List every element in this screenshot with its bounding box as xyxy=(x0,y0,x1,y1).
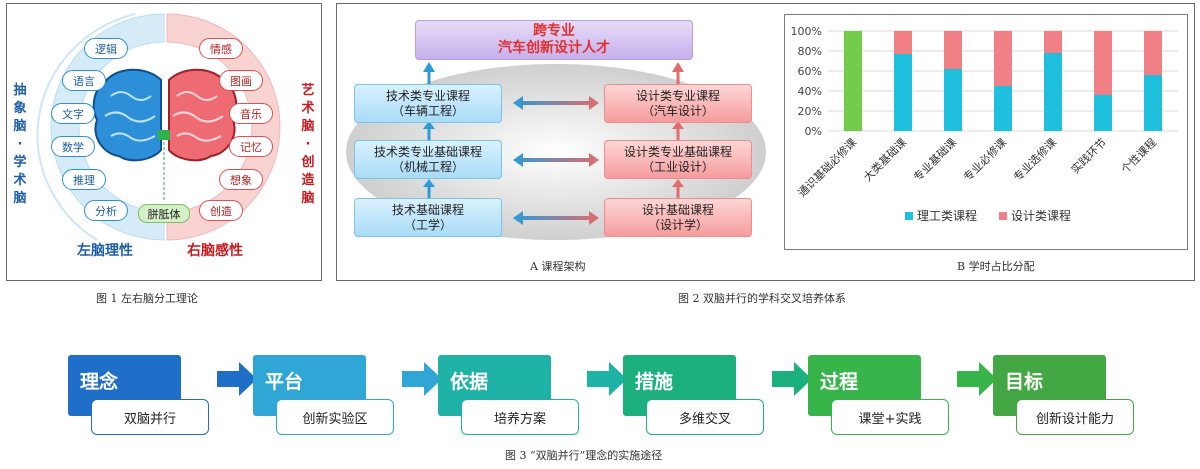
flow-arrow-icon xyxy=(217,362,257,396)
x-tick-label: 专业基础课 xyxy=(910,135,959,184)
left-item: 分析 xyxy=(84,200,128,221)
figure-2-panel: 跨专业 汽车创新设计人才 技术类专业课程（车辆工程） 技术类专业基础课程（机械工… xyxy=(336,3,1195,281)
bar-segment-design xyxy=(994,31,1012,86)
talent-goal-box: 跨专业 汽车创新设计人才 xyxy=(415,20,693,60)
tech-course-box: 技术类专业基础课程（机械工程） xyxy=(354,140,502,179)
step-subtitle: 双脑并行 xyxy=(91,399,209,435)
figure-2-caption: 图 2 双脑并行的学科交叉培养体系 xyxy=(678,292,846,305)
step-title: 平台 xyxy=(265,371,304,393)
step-subtitle: 课堂+实践 xyxy=(831,399,949,435)
y-tick-label: 40% xyxy=(798,85,822,98)
step-subtitle: 多维交叉 xyxy=(646,399,764,435)
x-tick-label: 专业必修课 xyxy=(960,135,1009,184)
x-tick-label: 实践环节 xyxy=(1068,135,1109,176)
step-title: 措施 xyxy=(635,371,674,393)
left-item: 逻辑 xyxy=(84,38,128,59)
bar-segment-design xyxy=(1144,31,1162,75)
x-tick-label: 通识基础必修课 xyxy=(795,135,859,199)
right-item: 音乐 xyxy=(229,103,273,124)
left-brain-title: 左脑理性 xyxy=(77,243,133,259)
legend-label: 理工类课程 xyxy=(917,208,977,223)
y-tick-label: 20% xyxy=(798,105,822,118)
subcaption-b: B 学时占比分配 xyxy=(957,260,1035,273)
bar-segment-design xyxy=(1094,31,1112,95)
stacked-bar-chart: 0% 20% 40% 60% 80% 100% 通识基础必修课大类基础课专业基础课专业必修课… xyxy=(791,25,1178,223)
step-subtitle: 创新实验区 xyxy=(276,399,394,435)
right-brain-title: 右脑感性 xyxy=(187,243,243,259)
x-tick-label: 大类基础课 xyxy=(860,135,909,184)
y-tick-label: 100% xyxy=(791,25,822,38)
y-tick-label: 0% xyxy=(805,125,822,138)
step-title: 过程 xyxy=(820,371,859,393)
y-tick-label: 80% xyxy=(798,45,822,58)
figure-1-panel: 逻辑 语言 文字 数学 推理 分析 情感 图画 音乐 记忆 想象 创造 抽象脑·… xyxy=(6,3,322,281)
left-item: 语言 xyxy=(62,70,106,91)
step-title: 理念 xyxy=(80,371,119,393)
right-side-label: 艺术脑·创造脑 xyxy=(301,83,315,206)
bar-segment-engineering xyxy=(894,54,912,131)
left-item: 数学 xyxy=(51,136,95,157)
right-item: 想象 xyxy=(219,169,263,190)
right-brain-icon xyxy=(168,68,238,162)
step-title: 依据 xyxy=(450,371,489,393)
flow-arrow-icon xyxy=(772,362,812,396)
left-brain-icon xyxy=(92,68,162,162)
x-tick-label: 专业选修课 xyxy=(1010,135,1059,184)
talent-goal-line-2: 汽车创新设计人才 xyxy=(498,40,610,56)
legend-label: 设计类课程 xyxy=(1011,208,1071,223)
figure-1-caption: 图 1 左右脑分工理论 xyxy=(96,292,198,305)
bar-segment-engineering xyxy=(1144,75,1162,131)
bar-segment-design xyxy=(944,31,962,69)
step-title: 目标 xyxy=(1005,371,1044,393)
design-course-box: 设计类专业课程（汽车设计） xyxy=(604,84,752,123)
legend-swatch xyxy=(905,212,913,220)
flow-arrow-icon xyxy=(957,362,997,396)
bar-segment-engineering xyxy=(1094,95,1112,131)
design-course-box: 设计类专业基础课程（工业设计） xyxy=(604,140,752,179)
bar-segment-engineering xyxy=(844,31,862,131)
step-subtitle: 培养方案 xyxy=(461,399,579,435)
y-tick-label: 60% xyxy=(798,65,822,78)
bar-segment-engineering xyxy=(994,86,1012,131)
bar-segment-engineering xyxy=(944,69,962,131)
x-tick-label: 个性课程 xyxy=(1118,135,1159,176)
tech-course-box: 技术类专业课程（车辆工程） xyxy=(354,84,502,123)
design-course-box: 设计基础课程（设计学） xyxy=(604,198,752,237)
right-item: 记忆 xyxy=(229,136,273,157)
step-subtitle: 创新设计能力 xyxy=(1016,399,1134,435)
subcaption-a: A 课程架构 xyxy=(530,260,586,273)
flow-arrow-icon xyxy=(587,362,627,396)
left-item: 推理 xyxy=(62,169,106,190)
flow-arrow-icon xyxy=(402,362,442,396)
bar-segment-design xyxy=(894,31,912,54)
right-item: 创造 xyxy=(199,200,243,221)
figure-3-caption: 图 3 “双脑并行”理念的实施途径 xyxy=(505,449,663,462)
chart-frame xyxy=(784,14,1188,250)
right-item: 情感 xyxy=(199,38,243,59)
corpus-callosum-label: 胼胝体 xyxy=(138,204,190,223)
left-side-label: 抽象脑·学术脑 xyxy=(13,83,27,206)
bar-segment-engineering xyxy=(1044,53,1062,131)
bar-segment-design xyxy=(1044,31,1062,53)
left-item: 文字 xyxy=(51,103,95,124)
tech-course-box: 技术基础课程（工学） xyxy=(354,198,502,237)
right-item: 图画 xyxy=(219,70,263,91)
talent-goal-line-1: 跨专业 xyxy=(533,23,575,39)
legend-swatch xyxy=(999,212,1007,220)
